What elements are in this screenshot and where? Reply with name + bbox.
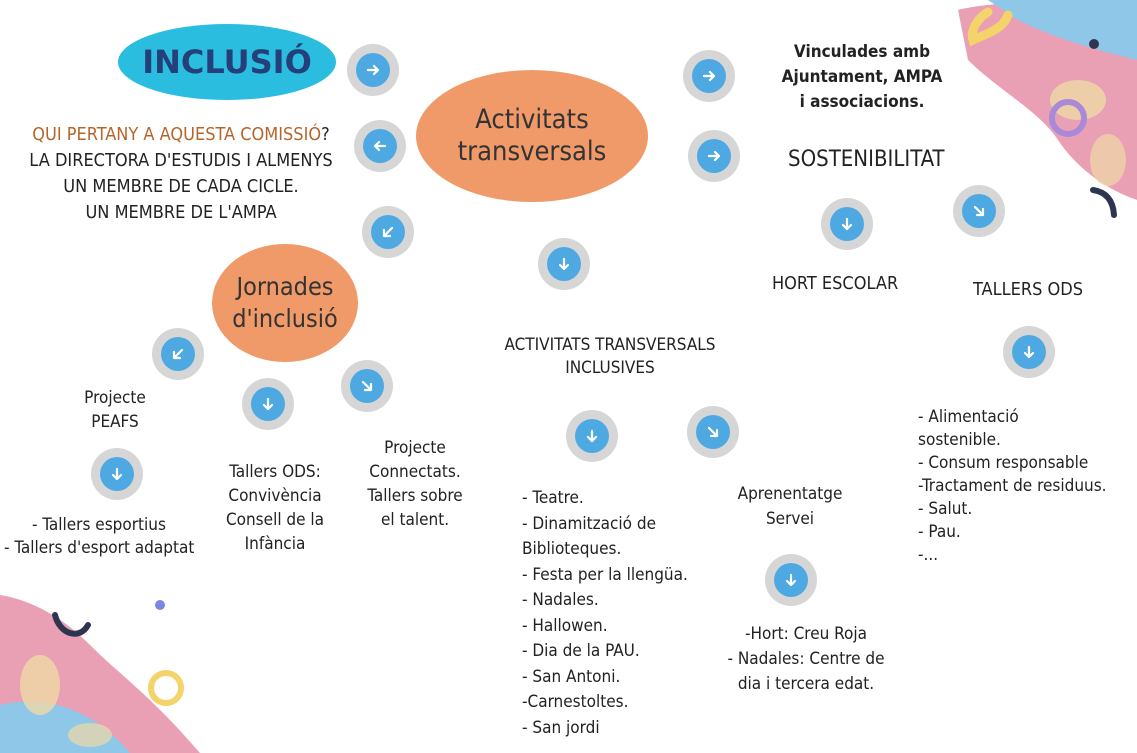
list-item: - Salut. [918, 499, 973, 519]
list-item: Infància [244, 534, 306, 554]
vinculades-line3: i associacions. [799, 92, 925, 112]
list-item: - San jordi [522, 717, 600, 738]
peafs-line1: Projecte [84, 388, 146, 408]
transversals-inclusives-title: ACTIVITATS TRANSVERSALS INCLUSIVES [480, 334, 740, 380]
list-item: sostenible. [918, 430, 1001, 450]
arrow-down-right-icon [341, 360, 393, 412]
arrow-right-icon [347, 44, 399, 96]
membership-line1: LA DIRECTORA D'ESTUDIS I ALMENYS [29, 150, 333, 171]
membership-question: QUI PERTANY A AQUESTA COMISSIÓ [32, 124, 322, 145]
list-item: - San Antoni. [522, 666, 621, 687]
arrow-down-icon [765, 554, 817, 606]
aprenentatge-list: -Hort: Creu Roja - Nadales: Centre de di… [712, 622, 900, 697]
list-item: Convivència [228, 486, 322, 506]
peafs-title: Projecte PEAFS [60, 386, 170, 434]
list-item: -Tractament de residuus. [918, 476, 1107, 496]
list-item: Biblioteques. [522, 539, 622, 559]
membership-text: QUI PERTANY A AQUESTA COMISSIÓ? LA DIREC… [6, 122, 356, 226]
aprenentatge-line2: Servei [765, 509, 815, 529]
arrow-down-right-icon [687, 406, 739, 458]
transversals-inclusives-line2: INCLUSIVES [565, 358, 655, 378]
list-item: - Dinamització de [522, 513, 657, 534]
arrow-down-icon [91, 448, 143, 500]
list-item: - Festa per la llengüa. [522, 564, 688, 585]
list-item: -... [918, 545, 939, 565]
list-item: -Hort: Creu Roja [744, 624, 868, 644]
arrow-right-icon [688, 130, 740, 182]
jornades-title-line2: d'inclusió [232, 304, 338, 333]
sostenibilitat-list: - Alimentació sostenible. - Consum respo… [918, 406, 1133, 567]
inclusio-oval: INCLUSIÓ [118, 24, 336, 100]
list-item: Projecte [384, 438, 446, 458]
list-item: - Tallers d'esport adaptat [4, 538, 195, 558]
list-item: -Carnestoltes. [522, 692, 629, 712]
hort-escolar-label: HORT ESCOLAR [772, 273, 899, 294]
list-item: - Teatre. [522, 488, 584, 508]
list-item: Connectats. [369, 462, 461, 482]
arrow-down-icon [821, 198, 873, 250]
list-item: el talent. [380, 510, 450, 530]
arrow-left-icon [354, 120, 406, 172]
tallers-ods-inclusio: Tallers ODS: Convivència Consell de la I… [210, 460, 340, 556]
list-item: - Hallowen. [522, 615, 608, 636]
jornades-title-line1: Jornades [236, 272, 334, 301]
membership-line3: UN MEMBRE DE L'AMPA [85, 202, 277, 223]
transversals-inclusives-line1: ACTIVITATS TRANSVERSALS [504, 335, 716, 355]
list-item: dia i tercera edat. [737, 674, 875, 694]
list-item: Tallers ODS: [229, 462, 321, 482]
activitats-oval: Activitats transversals [416, 70, 648, 202]
arrow-down-icon [1003, 326, 1055, 378]
list-item: Consell de la [225, 510, 325, 530]
arrow-right-icon [683, 50, 735, 102]
list-item: - Nadales: Centre de [727, 649, 885, 669]
aprenentatge-title: Aprenentatge Servei [702, 482, 878, 532]
top-right-decoration [958, 0, 1137, 218]
vinculades-text: Vinculades amb Ajuntament, AMPA i associ… [766, 40, 958, 115]
list-item: - Alimentació [918, 407, 1019, 427]
list-item: - Dia de la PAU. [522, 641, 640, 661]
peafs-list: - Tallers esportius - Tallers d'esport a… [4, 514, 220, 560]
membership-question-mark: ? [321, 124, 330, 145]
arrow-down-left-icon [362, 206, 414, 258]
activitats-title-line1: Activitats [475, 104, 589, 135]
activitats-title-line2: transversals [457, 136, 607, 167]
vinculades-line2: Ajuntament, AMPA [781, 67, 943, 87]
sostenibilitat-title: SOSTENIBILITAT [788, 147, 945, 172]
bottom-left-decoration [0, 595, 200, 753]
list-item: - Tallers esportius [32, 515, 166, 535]
arrow-down-right-icon [953, 185, 1005, 237]
vinculades-line1: Vinculades amb [793, 42, 931, 62]
list-item: - Consum responsable [918, 453, 1089, 473]
arrow-down-left-icon [152, 328, 204, 380]
transversals-inclusives-list: - Teatre. - Dinamització de Biblioteques… [522, 486, 722, 741]
peafs-line2: PEAFS [91, 412, 139, 432]
inclusio-title: INCLUSIÓ [142, 43, 312, 81]
membership-line2: UN MEMBRE DE CADA CICLE. [63, 176, 299, 197]
list-item: Tallers sobre [367, 486, 463, 506]
list-item: - Nadales. [522, 590, 599, 610]
arrow-down-icon [566, 410, 618, 462]
arrow-down-icon [242, 378, 294, 430]
tallers-ods-label: TALLERS ODS [973, 279, 1084, 300]
arrow-down-icon [538, 238, 590, 290]
list-item: - Pau. [918, 522, 961, 542]
connectats-text: Projecte Connectats. Tallers sobre el ta… [348, 436, 482, 532]
aprenentatge-line1: Aprenentatge [737, 484, 843, 504]
jornades-oval: Jornades d'inclusió [212, 244, 358, 362]
